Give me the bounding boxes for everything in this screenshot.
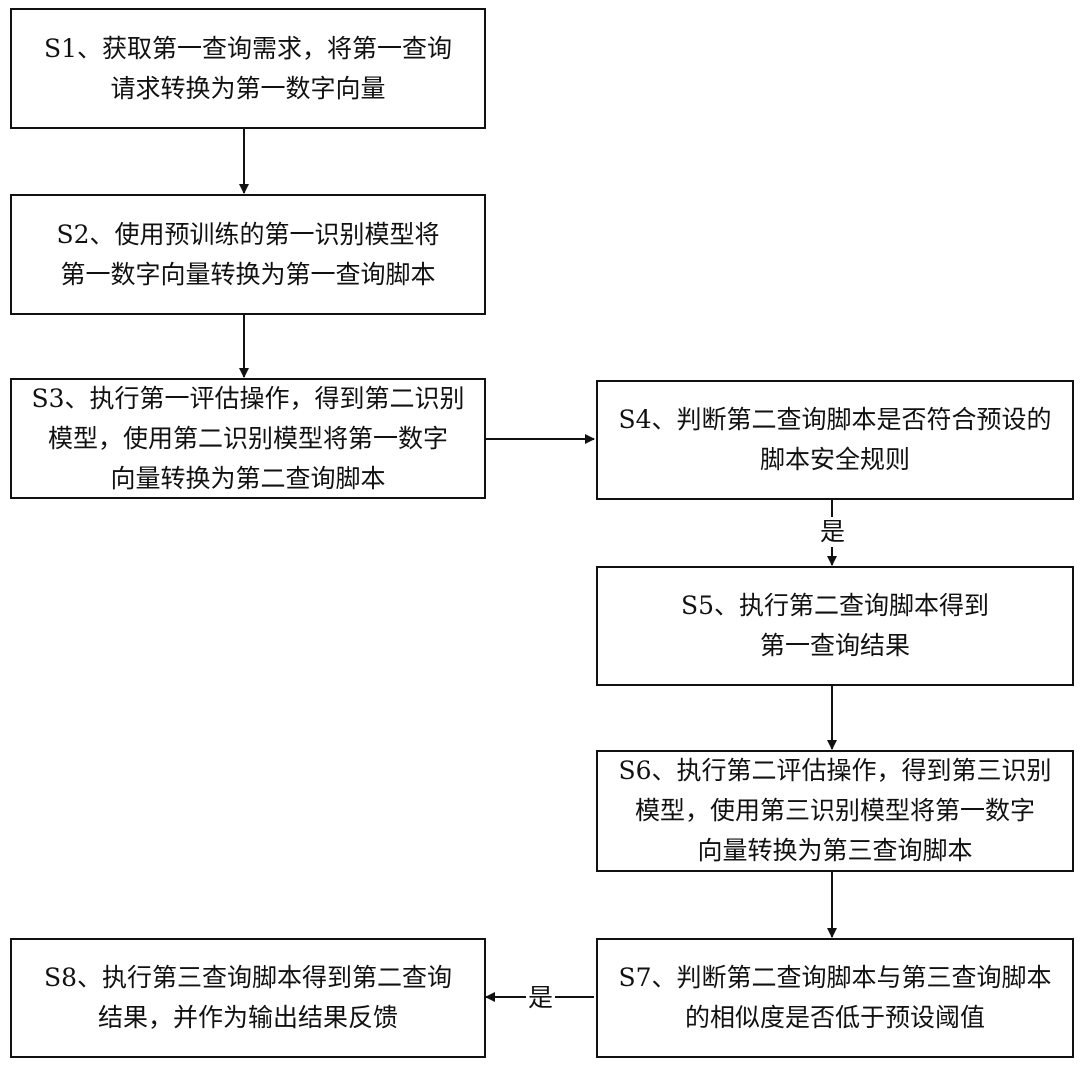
- step-s1-text: S1、获取第一查询需求，将第一查询 请求转换为第一数字向量: [43, 33, 453, 103]
- step-s2-box: S2、使用预训练的第一识别模型将 第一数字向量转换为第一查询脚本: [10, 194, 486, 315]
- step-s4-text: S4、判断第二查询脚本是否符合预设的 脚本安全规则: [618, 405, 1052, 474]
- step-s5-text: S5、执行第二查询脚本得到 第一查询结果: [680, 591, 990, 660]
- step-s8-box: S8、执行第三查询脚本得到第二查询 结果，并作为输出结果反馈: [10, 938, 486, 1058]
- step-s6-box: S6、执行第二评估操作，得到第三识别 模型，使用第三识别模型将第一数字 向量转换…: [596, 750, 1074, 872]
- step-s5-box: S5、执行第二查询脚本得到 第一查询结果: [596, 566, 1074, 686]
- step-s7-box: S7、判断第二查询脚本与第三查询脚本 的相似度是否低于预设阈值: [596, 938, 1074, 1058]
- step-s3-text: S3、执行第一评估操作，得到第二识别 模型，使用第二识别模型将第一数字 向量转换…: [31, 383, 465, 493]
- step-s1-box: S1、获取第一查询需求，将第一查询 请求转换为第一数字向量: [10, 8, 486, 129]
- s7-to-s8-yes-label: 是: [526, 983, 556, 1013]
- step-s8-text: S8、执行第三查询脚本得到第二查询 结果，并作为输出结果反馈: [43, 963, 453, 1032]
- step-s7-text: S7、判断第二查询脚本与第三查询脚本 的相似度是否低于预设阈值: [618, 963, 1052, 1032]
- step-s3-box: S3、执行第一评估操作，得到第二识别 模型，使用第二识别模型将第一数字 向量转换…: [10, 378, 486, 499]
- step-s2-text: S2、使用预训练的第一识别模型将 第一数字向量转换为第一查询脚本: [56, 219, 440, 289]
- step-s4-box: S4、判断第二查询脚本是否符合预设的 脚本安全规则: [596, 380, 1074, 500]
- step-s6-text: S6、执行第二评估操作，得到第三识别 模型，使用第三识别模型将第一数字 向量转换…: [618, 756, 1052, 865]
- s4-to-s5-yes-label: 是: [818, 517, 848, 547]
